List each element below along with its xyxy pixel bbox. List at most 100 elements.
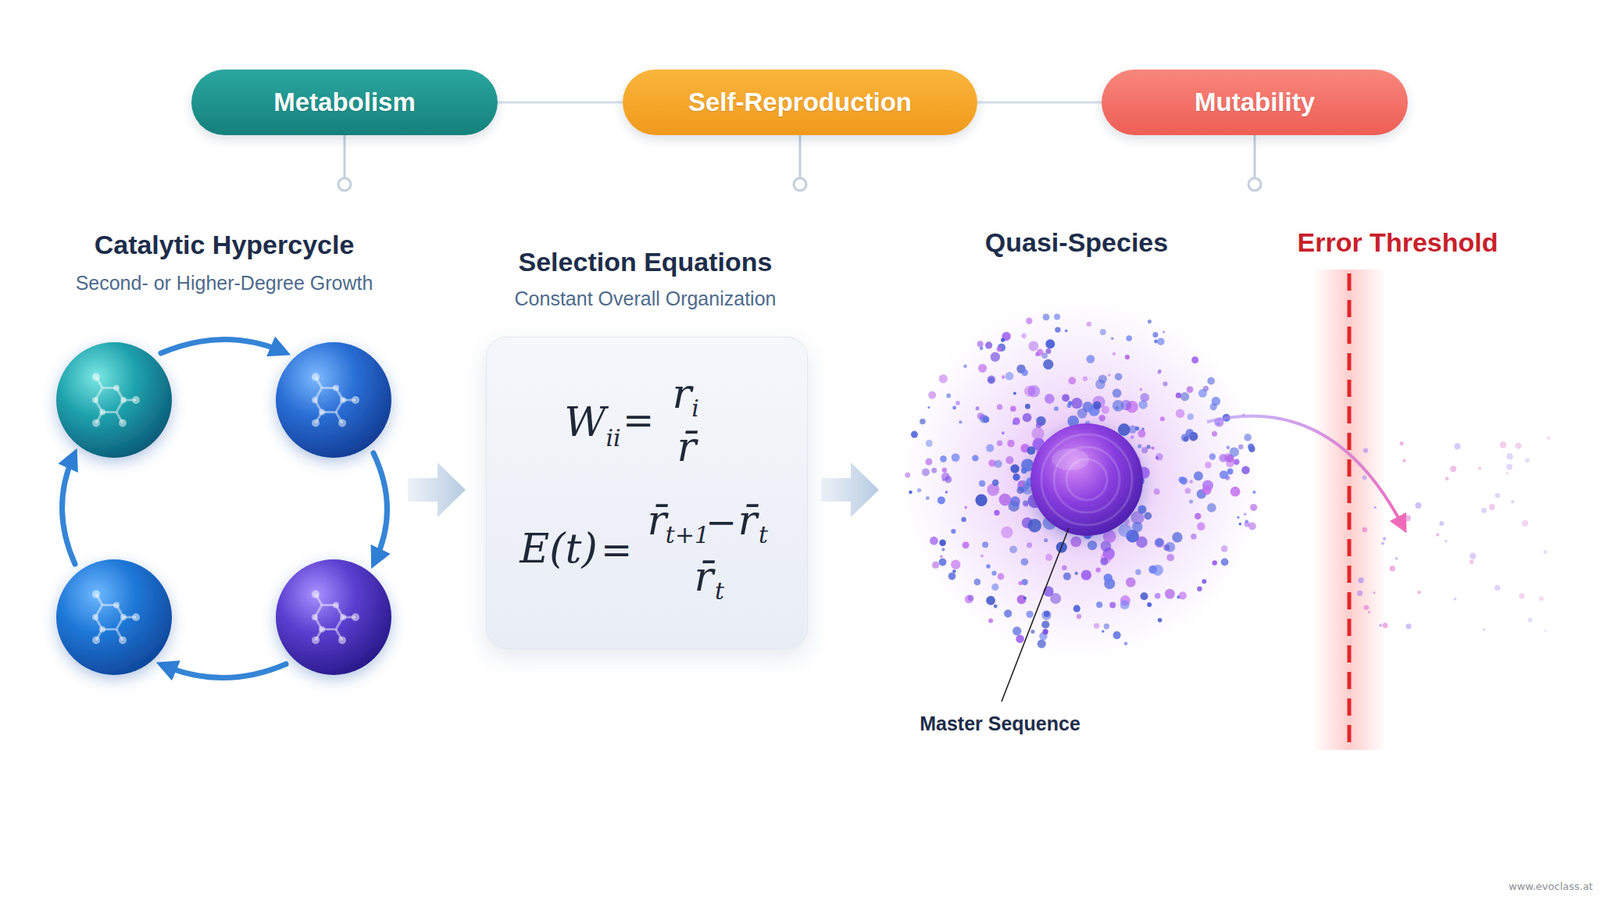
variant-dot bbox=[1141, 446, 1148, 454]
variant-dot bbox=[1109, 602, 1116, 609]
variant-dot bbox=[951, 453, 961, 462]
variant-dot bbox=[985, 596, 996, 606]
variant-dot bbox=[1247, 443, 1254, 450]
variant-dot bbox=[1139, 400, 1148, 409]
variant-dot bbox=[1128, 425, 1137, 433]
variant-dot bbox=[997, 573, 1005, 581]
variant-dot bbox=[1096, 567, 1101, 572]
callout-label: Master Sequence bbox=[919, 712, 1081, 736]
variant-dot bbox=[978, 480, 986, 487]
variant-dot bbox=[1221, 558, 1229, 567]
variant-dot bbox=[1243, 512, 1247, 516]
variant-dot bbox=[1221, 545, 1229, 553]
variant-dot bbox=[919, 418, 926, 425]
scattered-dot bbox=[1372, 591, 1375, 594]
variant-dot bbox=[1073, 604, 1081, 612]
math-symbol: r̄ bbox=[694, 553, 715, 600]
node-label: Self-Reproduction bbox=[688, 87, 912, 118]
variant-dot bbox=[1166, 553, 1175, 562]
variant-dot bbox=[1063, 572, 1072, 581]
molecule-symbols bbox=[92, 373, 360, 645]
variant-dot bbox=[1164, 589, 1175, 600]
variant-dot bbox=[1010, 406, 1017, 413]
variant-dot bbox=[1017, 595, 1027, 605]
variant-dot bbox=[1036, 349, 1044, 357]
variant-dot bbox=[1022, 413, 1033, 423]
variant-dot bbox=[1162, 381, 1168, 386]
variant-dot bbox=[1185, 488, 1192, 495]
variant-dot bbox=[1067, 400, 1072, 405]
variant-dot bbox=[1041, 610, 1051, 620]
scattered-dot bbox=[1528, 617, 1533, 623]
scattered-dot bbox=[1400, 441, 1404, 446]
connector-line bbox=[497, 101, 623, 104]
variant-dot bbox=[1070, 535, 1082, 547]
variant-dot bbox=[1092, 396, 1105, 409]
variant-dot bbox=[1137, 429, 1146, 438]
variant-dot bbox=[1061, 393, 1070, 402]
variant-dot bbox=[982, 416, 990, 424]
variant-dot bbox=[971, 454, 979, 461]
variant-dot bbox=[990, 352, 1000, 362]
variant-dot bbox=[1147, 319, 1152, 324]
variant-dot bbox=[1061, 565, 1068, 572]
variant-dot bbox=[1155, 538, 1165, 547]
variant-dot bbox=[996, 403, 1003, 410]
section-subtitle: Second- or Higher-Degree Growth bbox=[75, 271, 374, 295]
scattered-dot bbox=[1435, 532, 1440, 536]
variant-dot bbox=[1183, 436, 1190, 443]
scattered-dot bbox=[1364, 604, 1370, 611]
math-symbol: r bbox=[672, 370, 693, 418]
variant-dot bbox=[1001, 375, 1006, 379]
variant-dot bbox=[980, 554, 984, 558]
variant-dot bbox=[1150, 446, 1154, 450]
variant-dot bbox=[987, 375, 997, 385]
section-heading: Quasi-Species bbox=[985, 227, 1168, 258]
variant-dot bbox=[1053, 313, 1061, 320]
variant-dot bbox=[1125, 354, 1130, 360]
scattered-dot bbox=[1518, 592, 1525, 599]
variant-dot bbox=[1117, 423, 1131, 436]
variant-dot bbox=[932, 561, 940, 569]
variant-dot bbox=[1196, 521, 1206, 531]
variant-dot bbox=[1226, 446, 1230, 450]
hypercycle-spheres bbox=[56, 342, 392, 675]
variant-dot bbox=[948, 572, 957, 581]
variant-dot bbox=[1064, 329, 1068, 333]
quasi-species-cloud bbox=[898, 296, 1266, 702]
variant-dot bbox=[904, 471, 911, 478]
variant-dot bbox=[1175, 409, 1185, 418]
stage-pill: Mutability bbox=[1101, 69, 1408, 136]
variant-dot bbox=[1241, 465, 1250, 475]
variant-dot bbox=[1250, 503, 1258, 511]
math-symbol: W bbox=[564, 398, 606, 446]
variant-dot bbox=[1152, 564, 1164, 576]
variant-dot bbox=[1003, 609, 1012, 618]
variant-dot bbox=[1137, 444, 1142, 449]
variant-dot bbox=[941, 547, 945, 551]
variant-dot bbox=[1135, 568, 1142, 575]
scattered-dot bbox=[1404, 514, 1411, 522]
variant-dot bbox=[985, 444, 994, 453]
variant-dot bbox=[1113, 631, 1122, 640]
variant-dot bbox=[1012, 626, 1022, 636]
variant-dot bbox=[1077, 408, 1088, 419]
variant-dot bbox=[1164, 542, 1175, 553]
scattered-dot bbox=[1378, 623, 1383, 627]
variant-dot bbox=[1026, 542, 1033, 548]
variant-dot bbox=[963, 364, 968, 368]
variant-dot bbox=[1210, 403, 1218, 411]
variant-dot bbox=[1162, 331, 1165, 334]
variant-dot bbox=[996, 346, 1003, 352]
equation-card: Selection EquationsConstant Overall Orga… bbox=[485, 336, 808, 650]
variant-dot bbox=[1021, 369, 1029, 377]
scattered-dot bbox=[1521, 520, 1529, 527]
variant-dot bbox=[1045, 348, 1051, 354]
scattered-dot bbox=[1414, 502, 1422, 509]
variant-dot bbox=[950, 528, 956, 534]
variant-dot bbox=[937, 496, 946, 504]
variant-dot bbox=[1001, 431, 1005, 435]
variant-dot bbox=[1135, 536, 1148, 549]
variant-dot bbox=[1112, 400, 1125, 412]
